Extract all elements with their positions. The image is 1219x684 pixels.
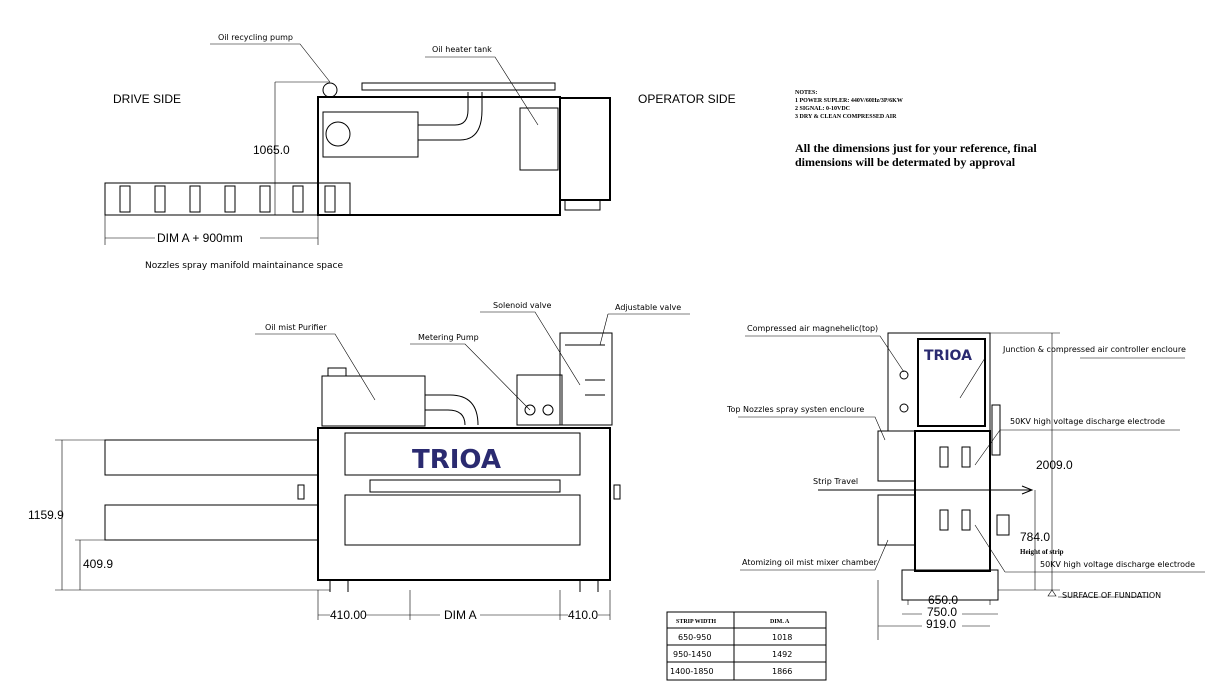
strip-travel-label: Strip Travel <box>813 477 858 486</box>
table-cell: 1492 <box>772 650 792 659</box>
electrode-bottom-label: 50KV high voltage discharge electrode <box>1040 560 1195 569</box>
oil-recycling-pump-label: Oil recycling pump <box>218 33 293 42</box>
front-logo: TRIOA <box>412 445 501 475</box>
table-cell: 650-950 <box>678 633 711 642</box>
solenoid-valve-label: Solenoid valve <box>493 301 552 310</box>
adjustable-valve-label: Adjustable valve <box>615 303 681 312</box>
top-view: DRIVE SIDE OPERATOR SIDE Oil recycling p… <box>104 33 736 271</box>
front-view: Oil mist Purifier Metering Pump Solenoid… <box>28 301 690 622</box>
table-header: STRIP WIDTH <box>676 619 716 625</box>
note-item: 2 SIGNAL: 0-10VDC <box>795 106 850 112</box>
table-header: DIM. A <box>770 619 790 625</box>
maintenance-space-label: Nozzles spray manifold maintainance spac… <box>145 261 343 271</box>
disclaimer-line: dimensions will be determated by approva… <box>795 155 1016 169</box>
side-width-919: 919.0 <box>926 617 956 631</box>
magnehelic-label: Compressed air magnehelic(top) <box>747 324 878 333</box>
front-dim-a: DIM A <box>444 608 477 622</box>
height-of-strip-label: Height of strip <box>1020 548 1064 556</box>
surface-label: SURFACE OF FUNDATION <box>1062 591 1161 600</box>
electrode-top-label: 50KV high voltage discharge electrode <box>1010 417 1165 426</box>
oil-mist-purifier-label: Oil mist Purifier <box>265 323 327 332</box>
notes: NOTES: 1 POWER SUPLER: 440V/60Hz/3P/6KW … <box>795 90 1037 169</box>
front-height-lower: 409.9 <box>83 557 113 571</box>
table-cell: 1400-1850 <box>670 667 714 676</box>
side-strip-height: 784.0 <box>1020 530 1050 544</box>
dim-a-900-label: DIM A + 900mm <box>157 231 243 245</box>
junction-enclosure-label: Junction & compressed air controller enc… <box>1002 345 1186 354</box>
note-item: 3 DRY & CLEAN COMPRESSED AIR <box>795 114 897 120</box>
note-item: 1 POWER SUPLER: 440V/60Hz/3P/6KW <box>795 98 903 104</box>
oil-heater-tank-label: Oil heater tank <box>432 45 492 54</box>
disclaimer-line: All the dimensions just for your referen… <box>795 141 1037 155</box>
dim-a-table: STRIP WIDTH DIM. A 650-950 1018 950-1450… <box>666 611 827 681</box>
top-nozzles-label: Top Nozzles spray systen encloure <box>726 405 864 414</box>
operator-side-label: OPERATOR SIDE <box>638 92 736 106</box>
table-cell: 1866 <box>772 667 792 676</box>
nozzle-rollers <box>119 185 336 213</box>
side-height-total: 2009.0 <box>1036 458 1073 472</box>
side-view: Compressed air magnehelic(top) Junction … <box>726 324 1205 640</box>
side-width-650: 650.0 <box>928 593 958 607</box>
side-logo: TRIOA <box>924 348 972 364</box>
table-cell: 950-1450 <box>673 650 712 659</box>
metering-pump-label: Metering Pump <box>418 333 479 342</box>
front-dim-left: 410.00 <box>330 608 367 622</box>
top-height-dim: 1065.0 <box>253 143 290 157</box>
table-cell: 1018 <box>772 633 792 642</box>
drive-side-label: DRIVE SIDE <box>113 92 181 106</box>
front-dim-right: 410.0 <box>568 608 598 622</box>
front-height-total: 1159.9 <box>28 508 64 522</box>
side-width-750: 750.0 <box>927 605 957 619</box>
notes-title: NOTES: <box>795 90 817 96</box>
atomizing-chamber-label: Atomizing oil mist mixer chamber <box>742 558 878 567</box>
